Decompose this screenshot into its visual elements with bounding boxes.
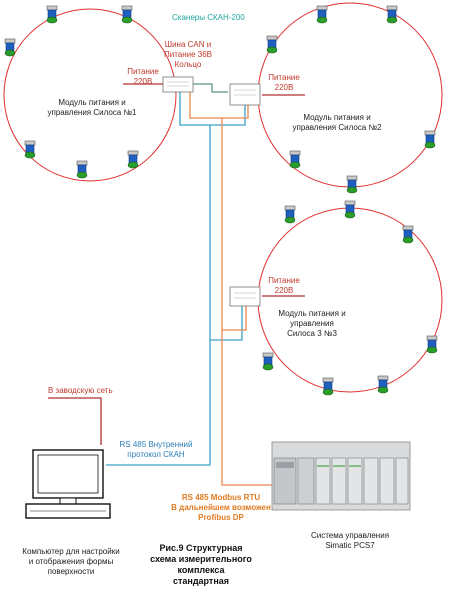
scanner-icon (24, 140, 36, 159)
power-label-2-line-2: 220В (274, 83, 294, 92)
modbus-branch-2 (222, 105, 249, 119)
module-label-2-line-2: управления Силоса №2 (292, 123, 382, 132)
power-label-1-line-2: 220В (133, 77, 153, 86)
power-label-3-line-1: Питание (268, 276, 300, 285)
rs485-branch-2 (210, 105, 246, 126)
scanner-icon (121, 5, 133, 24)
power-label-2-line-1: Питание (268, 73, 300, 82)
module-label-1-line-1: Модуль питания и (58, 98, 126, 107)
rs485-modbus-line-1: RS 485 Modbus RTU (181, 493, 261, 502)
computer-label-line-3: поверхности (47, 567, 95, 576)
power-label-1-line-1: Питание (127, 67, 159, 76)
module-label-2: Модуль питания и управления Силоса №2 (287, 113, 387, 133)
can-bus-label: Шина CAN и Питание 36В Кольцо (158, 40, 218, 70)
scanner-icon (344, 200, 356, 219)
rs485-modbus-label: RS 485 Modbus RTU В дальнейшем возможен … (166, 493, 276, 523)
scanner-icon (426, 335, 438, 354)
module-label-2-line-1: Модуль питания и (303, 113, 371, 122)
scanner-icon (46, 5, 58, 24)
figure-caption-line-2: схема измерительного (150, 554, 252, 564)
scanner-icon (289, 150, 301, 169)
module-box-3 (229, 286, 261, 307)
rs485-internal-line-2: протокол СКАН (127, 450, 185, 459)
rs485-modbus-line-2: В дальнейшем возможен (171, 503, 271, 512)
scanner-icon (424, 130, 436, 149)
silo-ring-3 (257, 207, 443, 393)
rs485-internal-line-1: RS 485 Внутренний (119, 440, 193, 449)
module-box-2 (229, 83, 261, 106)
rs485-internal-label: RS 485 Внутренний протокол СКАН (108, 440, 204, 460)
scanner-icon (284, 205, 296, 224)
can-bus-line-2: Питание 36В (163, 50, 213, 59)
power-label-3-line-2: 220В (274, 286, 294, 295)
scanner-icon (76, 160, 88, 179)
module-label-3-line-1: Модуль питания и (278, 309, 346, 318)
module-link-1-2 (193, 83, 228, 93)
module-label-3: Модуль питания и управления Силоса 3 №3 (272, 309, 352, 339)
figure-caption-line-1: Рис.9 Структурная (159, 543, 243, 553)
scanner-icon (127, 150, 139, 169)
control-system-label: Система управления Simatic PCS7 (300, 531, 400, 551)
factory-net-label: В заводскую сеть (48, 386, 113, 395)
scanner-icon (322, 377, 334, 396)
can-bus-line-3: Кольцо (174, 60, 202, 69)
module-label-1: Модуль питания и управления Силоса №1 (42, 98, 142, 118)
simatic-rack-icon (271, 441, 411, 511)
factory-net-line (48, 397, 102, 445)
scanner-icon (402, 225, 414, 244)
rs485-modbus-line-3: Profibus DP (198, 513, 244, 522)
scanner-icon (4, 38, 16, 57)
figure-caption: Рис.9 Структурная схема измерительного к… (146, 543, 256, 587)
power-label-1: Питание 220В (121, 67, 165, 87)
rs485-branch-3 (210, 306, 243, 341)
control-system-line-1: Система управления (310, 531, 390, 540)
control-system-line-2: Simatic PCS7 (325, 541, 375, 550)
module-label-1-line-2: управления Силоса №1 (47, 108, 137, 117)
power-label-3: Питание 220В (262, 276, 306, 296)
scanner-icon (386, 5, 398, 24)
module-label-3-line-3: Силоса 3 №3 (287, 329, 337, 338)
scanner-icon (316, 5, 328, 24)
computer-label: Компьютер для настройки и отображения фо… (8, 547, 134, 577)
scanners-title: Сканеры СКАН-200 (172, 13, 245, 22)
scanner-icon (262, 352, 274, 371)
scanner-icon (266, 35, 278, 54)
computer-label-line-1: Компьютер для настройки (22, 547, 120, 556)
scanner-icon (346, 175, 358, 194)
computer-icon (25, 449, 111, 519)
silo-ring-1 (3, 8, 177, 182)
modbus-branch-3 (222, 306, 247, 331)
computer-label-line-2: и отображения формы (28, 557, 114, 566)
figure-caption-line-4: стандартная (172, 576, 230, 586)
figure-caption-line-3: комплекса (177, 565, 225, 575)
module-box-1 (162, 76, 194, 93)
can-bus-line-1: Шина CAN и (164, 40, 212, 49)
power-label-2: Питание 220В (262, 73, 306, 93)
module-label-3-line-2: управления (290, 319, 334, 328)
scanner-icon (377, 375, 389, 394)
